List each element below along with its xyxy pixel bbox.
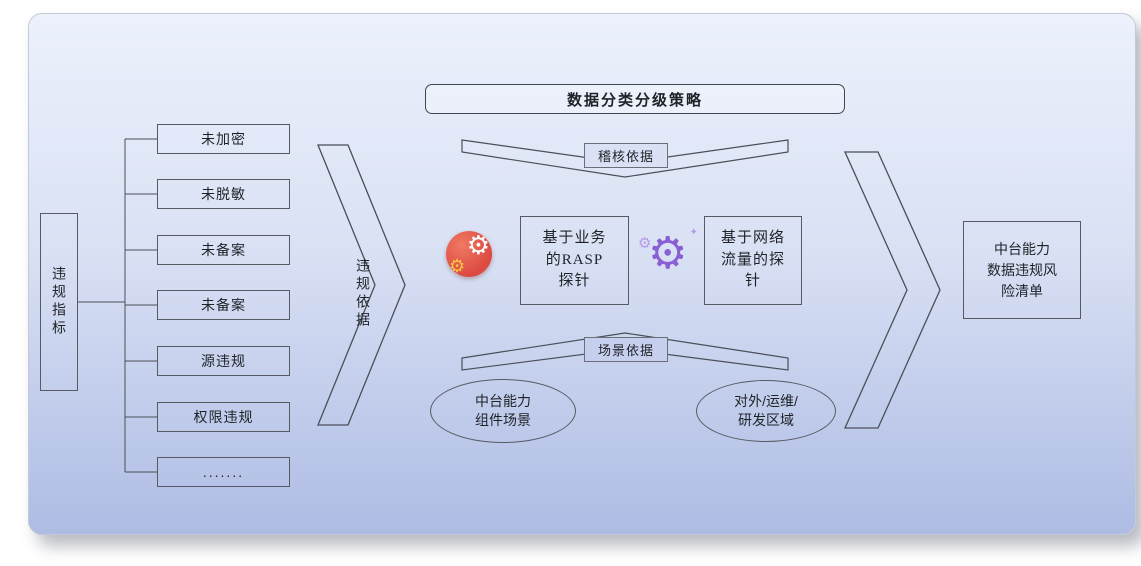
gear-icon: ⚙ [466,230,490,260]
violation-indicators-label: 违规指标 [40,213,78,391]
sparkle-icon: ✦ [689,227,698,238]
network-gear-icon: ⚙ ⚙ ✦ [638,228,698,284]
violation-basis-label: 违规依据 [354,258,369,330]
audit-basis-label: 稽核依据 [584,143,668,168]
diagram-panel [28,13,1136,535]
scene-basis-label: 场景依据 [584,337,668,362]
gear-icon: ⚙ [449,256,466,276]
rasp-gears-icon: ⚙ ⚙ [446,231,492,277]
risk-list-result-box: 中台能力 数据违规风 险清单 [963,221,1081,319]
indicator-item-permission-violation: 权限违规 [157,402,290,432]
indicator-item-unregistered-1: 未备案 [157,235,290,265]
indicator-item-ellipsis: ....... [157,457,290,487]
gear-icon: ⚙ [648,229,688,278]
platform-scene-ellipse: 中台能力 组件场景 [430,379,576,443]
indicator-item-unencrypted: 未加密 [157,124,290,154]
strategy-title-bar: 数据分类分级策略 [425,84,845,114]
rasp-probe-box: 基于业务 的RASP 探针 [520,216,629,305]
gear-icon: ⚙ [638,235,652,252]
external-area-ellipse: 对外/运维/ 研发区域 [696,380,836,442]
indicator-item-unmasked: 未脱敏 [157,179,290,209]
indicator-item-unregistered-2: 未备案 [157,290,290,320]
network-probe-box: 基于网络 流量的探 针 [704,216,802,305]
indicator-item-source-violation: 源违规 [157,346,290,376]
